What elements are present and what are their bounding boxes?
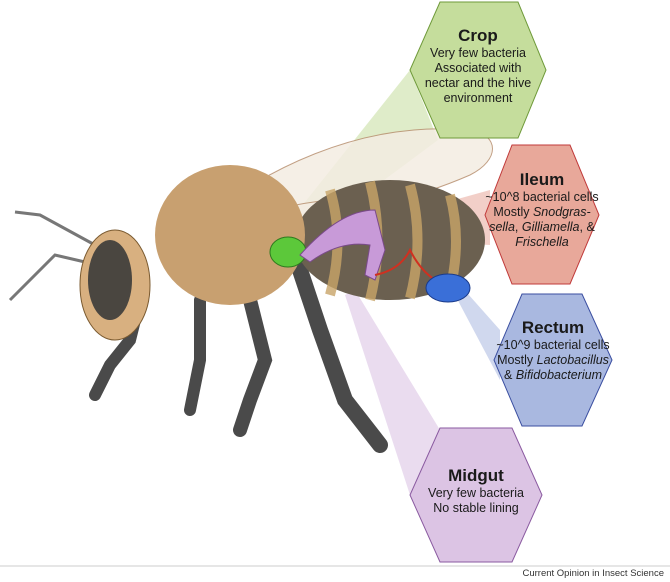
ileum-text: , &: [579, 220, 595, 234]
ileum-text: ,: [514, 220, 522, 234]
crop-hexagon: [409, 1, 547, 139]
rectum-hexagon: [493, 293, 613, 427]
abdomen: [295, 180, 485, 300]
antenna: [8, 253, 86, 302]
thorax: [155, 165, 305, 305]
ileum-line: ~10^8 bacterial cells: [485, 190, 599, 204]
antenna: [14, 210, 96, 247]
midgut-line: No stable lining: [433, 501, 519, 515]
ileum-genus: Gilliamella: [521, 220, 580, 234]
rectum-organ: [425, 273, 471, 303]
ileum-genus: Frischella: [515, 235, 569, 249]
crop-title: Crop: [458, 26, 498, 45]
ileum-title: Ileum: [519, 170, 565, 189]
ileum-organ: [299, 209, 386, 281]
midgut-label: Midgut Very few bacteria No stable linin…: [410, 466, 542, 516]
crop-organ: [269, 236, 307, 268]
ileum-label: Ileum ~10^8 bacterial cells Mostly Snodg…: [485, 170, 599, 250]
crop-label: Crop Very few bacteria Associated with n…: [410, 26, 546, 106]
rectum-title: Rectum: [521, 318, 585, 337]
rectum-text: Mostly: [497, 353, 537, 367]
ileum-hexagon: [484, 144, 600, 285]
crop-line: Very few bacteria: [430, 46, 526, 60]
rectum-label: Rectum ~10^9 bacterial cells Mostly Lact…: [494, 318, 612, 383]
rectum-callout-cone: [455, 285, 500, 380]
crop-line: environment: [443, 91, 513, 105]
eye: [88, 240, 132, 320]
crop-line: Associated with: [434, 61, 522, 75]
midgut-line: Very few bacteria: [428, 486, 524, 500]
ileum-text: Mostly: [493, 205, 533, 219]
midgut-callout-cone: [345, 290, 440, 495]
crop-line: nectar and the hive: [424, 76, 532, 90]
ileum-genus: sella: [489, 220, 515, 234]
rectum-line: ~10^9 bacterial cells: [496, 338, 610, 352]
midgut-hexagon: [409, 427, 543, 563]
hindgut-tube: [374, 247, 436, 281]
source-credit: Current Opinion in Insect Science: [522, 568, 664, 579]
rectum-genus: Bifidobacterium: [515, 368, 602, 382]
rectum-genus: Lactobacillus: [536, 353, 609, 367]
rectum-text: &: [504, 368, 516, 382]
midgut-title: Midgut: [448, 466, 504, 485]
ileum-genus: Snodgras-: [532, 205, 591, 219]
